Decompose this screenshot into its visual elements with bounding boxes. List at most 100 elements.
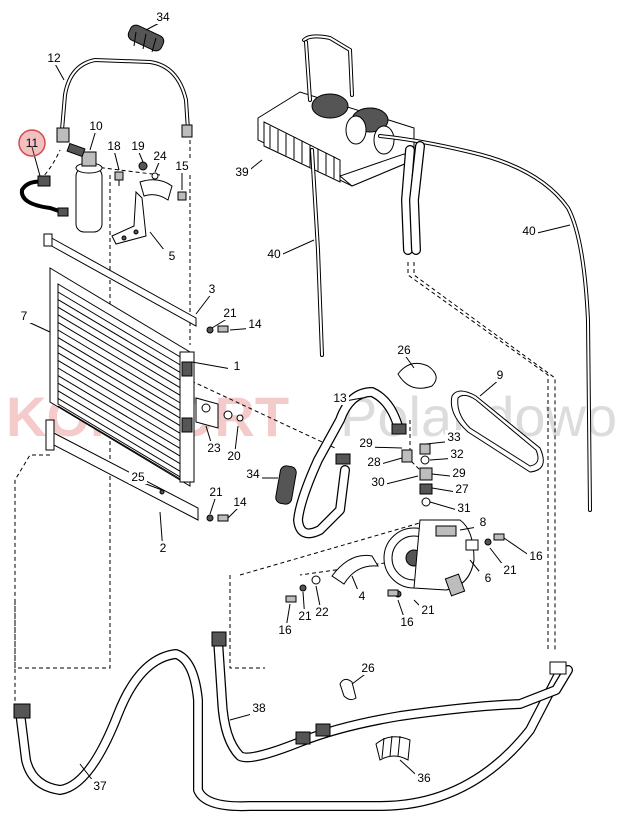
callout-label: 14 (233, 495, 247, 509)
part-5-bracket (111, 179, 173, 245)
callout-label: 39 (235, 165, 249, 179)
callout-22: 22 (313, 585, 331, 619)
callout-label: 40 (267, 247, 281, 261)
callout-label: 6 (485, 571, 492, 585)
condenser-fin (57, 382, 183, 458)
callout-3: 3 (195, 282, 221, 315)
part-34-top-sleeve (127, 24, 165, 53)
callout-10: 10 (87, 119, 105, 151)
callout-29: 29 (357, 436, 403, 450)
callout-label: 3 (209, 282, 216, 296)
part-10-receiver-drier (66, 142, 103, 233)
callout-label: 36 (417, 771, 431, 785)
callout-19: 19 (129, 139, 147, 163)
callout-label: 25 (131, 470, 145, 484)
callout-label: 26 (361, 661, 375, 675)
callout-5: 5 (149, 231, 181, 263)
part-9-belt (450, 390, 544, 473)
callout-label: 28 (367, 455, 381, 469)
callout-label: 9 (497, 368, 504, 382)
callout-16: 16 (503, 537, 545, 563)
callout-30: 30 (369, 475, 419, 489)
callout-label: 21 (298, 609, 312, 623)
condenser-fin (57, 344, 183, 420)
condenser-fin (57, 321, 183, 397)
callout-24: 24 (151, 149, 169, 173)
part-11-pressure-switch (19, 175, 69, 217)
callout-label: 21 (503, 563, 517, 577)
condenser-fin (57, 359, 183, 435)
callout-label: 16 (529, 549, 543, 563)
callout-26: 26 (395, 343, 415, 369)
callout-label: 13 (333, 391, 347, 405)
part-12-hose (56, 57, 193, 143)
callout-label: 21 (421, 603, 435, 617)
callout-label: 23 (207, 441, 221, 455)
callout-18: 18 (105, 139, 123, 171)
callout-label: 19 (131, 139, 145, 153)
callout-21: 21 (211, 306, 239, 329)
callout-label: 4 (359, 589, 366, 603)
callout-label: 30 (371, 475, 385, 489)
callout-label: 10 (89, 119, 103, 133)
callout-label: 38 (252, 701, 266, 715)
condenser-fin (57, 352, 183, 428)
callout-12: 12 (45, 51, 65, 81)
part-39-evaporator (257, 91, 416, 187)
callout-28: 28 (365, 455, 403, 469)
callout-label: 11 (26, 136, 39, 150)
bracket-plate-23 (195, 397, 244, 429)
callout-20: 20 (225, 425, 243, 463)
callout-label: 14 (248, 317, 262, 331)
callout-label: 29 (452, 466, 466, 480)
callout-14: 14 (229, 317, 264, 331)
callout-label: 7 (21, 309, 28, 323)
condenser-fin (57, 337, 183, 413)
callout-14: 14 (227, 495, 249, 519)
callout-label: 29 (359, 436, 373, 450)
callout-leader (31, 146, 41, 177)
callout-32: 32 (429, 447, 466, 461)
part-40-tubes (302, 34, 592, 512)
callout-label: 16 (400, 615, 414, 629)
callout-leader (89, 129, 97, 151)
callout-leader (195, 292, 213, 315)
condenser-fin (57, 375, 183, 451)
callout-16: 16 (276, 603, 294, 637)
callout-38: 38 (229, 701, 268, 721)
part-37-38-lower-hoses (13, 631, 573, 812)
callout-40: 40 (265, 239, 315, 261)
callout-34: 34 (244, 467, 278, 481)
callout-label: 40 (522, 224, 536, 238)
callout-label: 24 (153, 149, 167, 163)
callout-label: 22 (315, 605, 329, 619)
part-2-bottom-bracket (45, 419, 199, 521)
callout-label: 2 (160, 541, 167, 555)
callout-label: 34 (156, 10, 170, 24)
callout-13: 13 (331, 391, 363, 405)
callout-15: 15 (173, 159, 191, 190)
part-34-mid-sleeve (275, 465, 297, 505)
callout-33: 33 (425, 430, 463, 445)
callout-23: 23 (205, 425, 223, 455)
condenser-fin (57, 390, 183, 466)
callout-label: 37 (93, 779, 107, 793)
callout-label: 15 (175, 159, 189, 173)
callout-label: 32 (450, 447, 464, 461)
condenser-fin (57, 329, 183, 405)
callout-label: 31 (457, 501, 471, 515)
callout-31: 31 (429, 501, 473, 515)
part-7-condenser (49, 267, 195, 487)
part-36-spring-guard (375, 735, 411, 761)
condenser-fin (57, 299, 183, 375)
callout-label: 1 (234, 359, 241, 373)
callout-1: 1 (191, 359, 246, 373)
callout-label: 26 (397, 343, 411, 357)
callout-21: 21 (207, 485, 225, 515)
part-13-hose (293, 387, 407, 539)
callout-8: 8 (459, 515, 492, 531)
callout-label: 8 (480, 515, 487, 529)
callout-leader (113, 149, 120, 171)
callout-label: 21 (209, 485, 223, 499)
callout-label: 27 (455, 482, 469, 496)
